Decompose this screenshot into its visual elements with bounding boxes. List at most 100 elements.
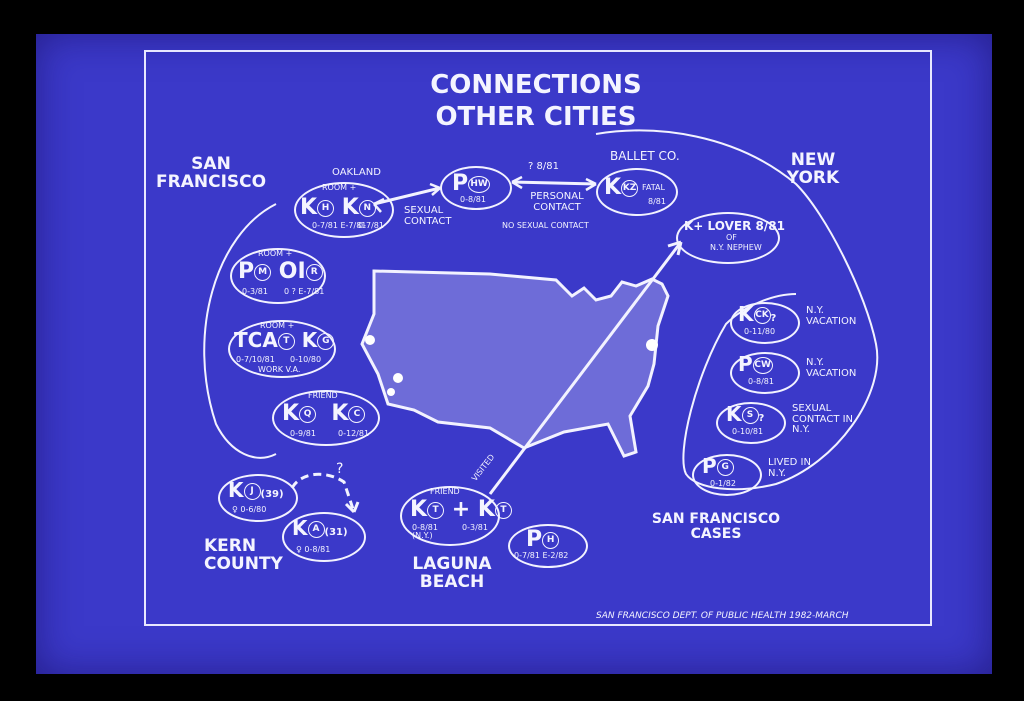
case-node-ka	[282, 512, 366, 562]
case-initial: T	[277, 333, 295, 350]
region-kern-county: KERN COUNTY	[204, 536, 283, 574]
node-note: FRIEND	[430, 487, 460, 496]
node-note: ROOM +	[322, 183, 357, 192]
case-node-phw	[440, 166, 512, 210]
case-initial: T	[427, 501, 445, 519]
node-date: 0-11/80	[744, 327, 776, 336]
case-initial: G	[716, 459, 734, 476]
case-letter: K	[726, 402, 742, 426]
node-date: 0-1/82	[710, 479, 736, 488]
case-node-ph	[508, 524, 588, 568]
node-date: 0-7/10/81	[236, 355, 275, 364]
case-letter: K	[331, 401, 349, 426]
no-sexual-contact-label: NO SEXUAL CONTACT	[502, 221, 589, 230]
node-date: 0-10/81	[732, 427, 764, 436]
node-note: SEXUAL CONTACT IN N.Y.	[792, 403, 854, 435]
case-letter: P	[238, 259, 255, 284]
node-date: 0-7/81	[358, 221, 384, 230]
case-node-pg	[692, 454, 762, 496]
case-letter: OI	[278, 259, 306, 284]
node-note: N.Y. NEPHEW	[710, 243, 762, 252]
date-question-label: ? 8/81	[528, 161, 559, 172]
case-initial: G	[317, 333, 335, 350]
node-date: 0-8/81	[748, 377, 774, 386]
node-date: 0-8/81	[460, 195, 486, 204]
node-note: FATAL	[642, 183, 665, 192]
node-date: 0-7/81 E-2/82	[514, 551, 569, 560]
ballet-co-label: BALLET CO.	[610, 149, 680, 163]
case-letter: K	[410, 497, 428, 522]
case-letter: K	[292, 516, 308, 540]
region-san-francisco: SAN FRANCISCO	[156, 154, 267, 192]
node-note: WORK V.A.	[258, 365, 301, 374]
us-map	[360, 269, 670, 458]
case-letter: Tca	[234, 328, 278, 352]
case-initial: Kz	[621, 179, 639, 197]
node-date: ♀ 0-6/80	[232, 505, 267, 514]
node-date: 0-3/81	[462, 523, 488, 532]
case-letter: K	[228, 478, 244, 502]
node-date: 0-3/81	[242, 287, 268, 296]
node-age: (39)	[260, 489, 284, 500]
case-node-kj	[218, 474, 298, 522]
node-date: 0-8/81 (N.Y.)	[412, 523, 438, 541]
case-letter: K	[604, 175, 622, 200]
case-node-kkz	[596, 168, 678, 216]
case-initial: T	[494, 501, 512, 519]
node-date: 0-9/81	[290, 429, 316, 438]
credit-line: SAN FRANCISCO DEPT. OF PUBLIC HEALTH 198…	[596, 611, 849, 621]
node-date: 0-10/80	[290, 355, 322, 364]
case-node-pm-oi	[230, 248, 326, 304]
case-node-tca-kg	[228, 320, 336, 378]
case-letter: K	[300, 195, 318, 220]
case-initial: H	[317, 199, 335, 217]
case-initial: J	[243, 483, 261, 500]
node-age: (31)	[324, 527, 348, 538]
case-initial: N	[358, 199, 376, 217]
region-new-york: NEW YORK	[786, 150, 840, 188]
case-initial: Cw	[752, 357, 773, 374]
node-date: 0 ? E-7/81	[284, 287, 325, 296]
case-initial: HW	[468, 175, 491, 193]
case-letter: K	[738, 302, 754, 326]
case-letter: P	[452, 171, 469, 196]
sexual-contact-label: SEXUAL CONTACT	[404, 205, 452, 227]
case-initial: M	[254, 263, 272, 281]
oakland-label: OAKLAND	[332, 167, 381, 178]
node-note: LIVED IN N.Y.	[768, 457, 811, 479]
case-letter: P	[702, 454, 717, 478]
node-note: FRIEND	[308, 391, 338, 400]
case-node-kh-kn	[294, 182, 394, 238]
case-letter: P	[526, 527, 543, 552]
node-date: ♀ 0-8/81	[296, 545, 331, 554]
case-initial: Ck	[753, 307, 771, 324]
case-node-ks	[716, 402, 786, 444]
case-node-pcw	[730, 352, 800, 394]
page-title: CONNECTIONS	[430, 70, 642, 100]
node-date: 0-12/81	[338, 429, 370, 438]
node-note: N.Y. VACATION	[806, 357, 857, 379]
case-letter: P	[738, 352, 753, 376]
personal-contact-label: PERSONAL CONTACT	[530, 191, 584, 213]
question-mark: ?	[336, 461, 344, 477]
case-letter: K+ LOVER 8/81	[684, 219, 785, 233]
case-letter: K	[282, 401, 300, 426]
node-note: OF	[726, 233, 737, 242]
case-initial: H	[542, 531, 560, 549]
page-subtitle: OTHER CITIES	[435, 102, 637, 132]
case-initial: Q	[299, 405, 317, 423]
case-initial: R	[305, 263, 323, 281]
case-node-kq-kc	[272, 390, 380, 446]
case-initial: C	[348, 405, 366, 423]
node-question: ?	[770, 313, 777, 324]
node-date: 8/81	[648, 197, 666, 206]
node-note: ROOM +	[260, 321, 295, 330]
region-laguna-beach: LAGUNA BEACH	[412, 554, 492, 592]
connections-drawing	[203, 129, 879, 514]
node-note: N.Y. VACATION	[806, 305, 857, 327]
node-date: 0-7/81 E-7/81	[312, 221, 367, 230]
diagram-frame	[144, 50, 932, 626]
case-node-kck	[730, 302, 800, 344]
case-node-k-lover	[676, 212, 780, 264]
case-letter: K	[301, 328, 318, 352]
